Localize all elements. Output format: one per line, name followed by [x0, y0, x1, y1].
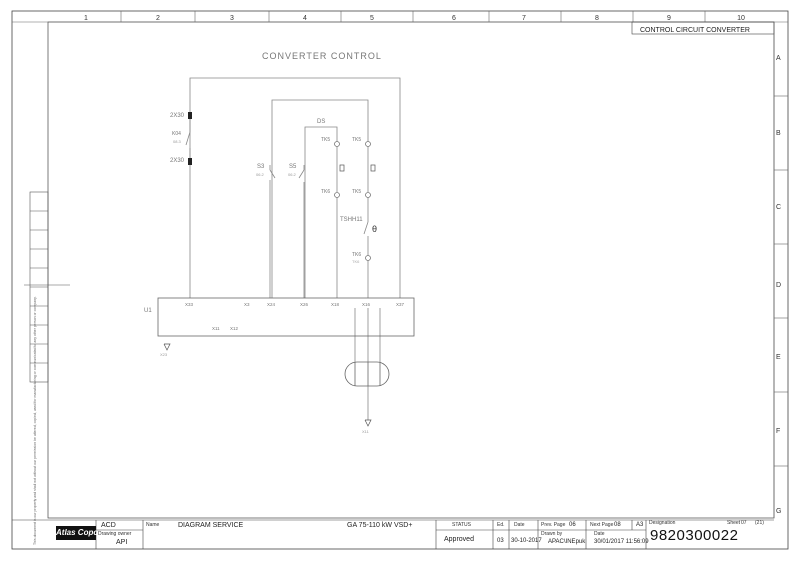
- diagram-title: CONVERTER CONTROL: [262, 51, 382, 61]
- row-letter-b: B: [776, 130, 781, 137]
- wiring: [185, 77, 401, 420]
- sheet-number: 07: [741, 520, 747, 526]
- label-tk5-left: TK5: [321, 137, 331, 143]
- left-ruler: [24, 191, 70, 383]
- output-arrows: [163, 343, 372, 427]
- drawing-owner-label: Drawing owner: [98, 531, 132, 537]
- row-letter-d: D: [776, 282, 782, 289]
- title-block-grid: [12, 519, 774, 549]
- label-tk6-bottom: TK6: [352, 252, 362, 258]
- label-x33: X33: [185, 302, 194, 307]
- drawn-by-value: APAC\INEpuk: [548, 539, 586, 545]
- confidentiality-note: This document is our property and shall …: [33, 296, 37, 545]
- edition-value: 03: [497, 538, 504, 544]
- thermal-symbol: θ: [372, 224, 378, 234]
- label-x3: X3: [244, 302, 250, 307]
- column-number-8: 8: [595, 15, 599, 22]
- label-s3: S3: [257, 164, 265, 170]
- label-tk5-right: TK5: [352, 137, 362, 143]
- outer-frame: [11, 10, 789, 550]
- label-k04: K04: [172, 131, 181, 137]
- prev-page-value: 06: [569, 522, 576, 528]
- label-tk6-left: TK6: [321, 189, 331, 195]
- row-letter-g: G: [776, 508, 782, 515]
- column-number-7: 7: [522, 15, 526, 22]
- u1-controller: [157, 297, 415, 337]
- paper-format: A3: [636, 522, 644, 528]
- designation-label: Designation: [649, 520, 676, 526]
- next-page-label: Next Page: [590, 522, 614, 528]
- column-number-2: 2: [156, 15, 160, 22]
- row-dividers: [773, 22, 788, 518]
- date2-value: 30/01/2017 11:56:09: [594, 539, 649, 545]
- name-label: Name: [146, 522, 160, 528]
- drawing-owner: API: [116, 539, 128, 546]
- label-s5-ref: 06.2: [288, 172, 296, 177]
- edition-label: Ed.: [497, 522, 505, 528]
- column-number-5: 5: [370, 15, 374, 22]
- inner-frame: [47, 21, 775, 519]
- row-letter-f: F: [776, 428, 781, 435]
- label-x30-bottom: 2X30: [170, 158, 185, 164]
- date2-label: Date: [594, 531, 605, 537]
- row-letter-a: A: [776, 55, 781, 62]
- label-x37: X37: [396, 302, 405, 307]
- label-x11: X11: [212, 326, 220, 331]
- date-value: 30-10-2017: [511, 538, 542, 544]
- label-tk6-hidden: TK6: [352, 259, 360, 264]
- label-output-left: X23: [160, 352, 168, 357]
- contact-circles: [334, 141, 371, 261]
- column-number-6: 6: [452, 15, 456, 22]
- sheet-label: Sheet: [727, 520, 741, 526]
- column-number-10: 10: [737, 15, 745, 22]
- sheet-total: (21): [755, 520, 764, 526]
- drawn-by-label: Drawn by: [541, 531, 563, 537]
- document-name: DIAGRAM SERVICE: [178, 522, 244, 529]
- label-u1: U1: [144, 308, 152, 314]
- date-label: Date: [514, 522, 525, 528]
- label-s5: S5: [289, 164, 297, 170]
- label-s3-ref: 06.2: [256, 172, 264, 177]
- company-code: ACD: [101, 522, 116, 529]
- status-value: Approved: [444, 536, 474, 543]
- label-x24: X24: [267, 302, 276, 307]
- label-tk5-mid: TK5: [352, 189, 362, 195]
- label-x16: X16: [362, 302, 371, 307]
- company-logo: Atlas Copco: [56, 526, 103, 540]
- label-output-mid: X11: [362, 429, 369, 434]
- column-number-3: 3: [230, 15, 234, 22]
- label-x30-top: 2X30: [170, 113, 185, 119]
- tk-symbols: [339, 164, 376, 172]
- label-x26: X26: [300, 302, 309, 307]
- column-number-9: 9: [667, 15, 671, 22]
- label-ds: DS: [317, 119, 326, 125]
- label-x12: X12: [230, 326, 239, 331]
- column-number-1: 1: [84, 15, 88, 22]
- terminals: [188, 112, 192, 165]
- row-letter-c: C: [776, 204, 782, 211]
- sheet-title: CONTROL CIRCUIT CONVERTER: [640, 27, 750, 34]
- status-label: STATUS: [452, 522, 471, 528]
- label-x18: X18: [331, 302, 340, 307]
- label-tshh11: TSHH11: [340, 217, 363, 223]
- designation-number: 9820300022: [650, 527, 739, 544]
- motor-symbol: [344, 361, 390, 387]
- label-k04-ref: 08.3: [173, 139, 181, 144]
- row-letter-e: E: [776, 354, 781, 361]
- column-number-4: 4: [303, 15, 307, 22]
- product-name: GA 75-110 kW VSD+: [347, 522, 413, 529]
- next-page-value: 08: [614, 522, 621, 528]
- prev-page-label: Prev. Page: [541, 522, 566, 528]
